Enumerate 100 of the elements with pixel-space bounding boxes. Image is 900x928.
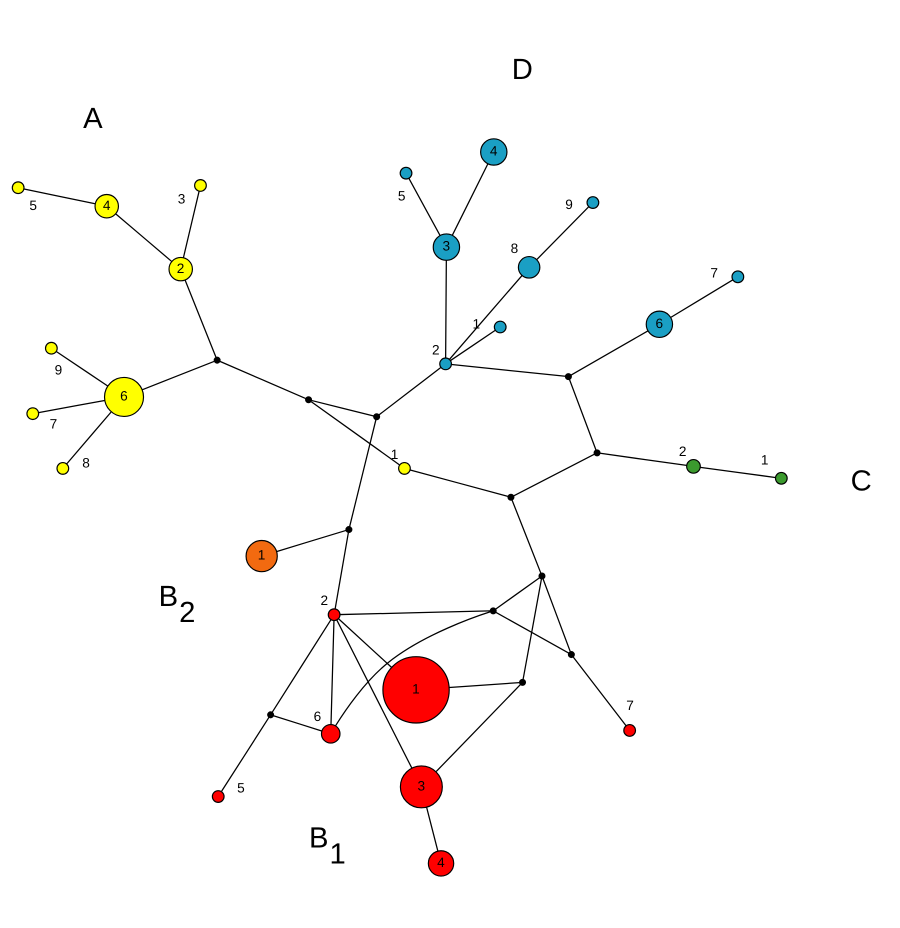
connector: [340, 610, 490, 616]
connector: [115, 214, 172, 262]
node-label: 9: [565, 197, 573, 212]
connector: [38, 400, 105, 414]
node-circle: [267, 711, 274, 718]
connector: [335, 611, 491, 726]
node-label: 1: [390, 446, 398, 462]
connector: [522, 578, 542, 680]
connector: [514, 454, 595, 496]
node-circle: [400, 166, 412, 180]
node-circle: 1: [382, 656, 450, 724]
node-circle: 6: [646, 310, 674, 338]
node-circle: [214, 356, 221, 364]
node-circle: 4: [480, 138, 508, 166]
connector: [24, 188, 96, 204]
node-label: 7: [626, 698, 634, 714]
node-label: 5: [29, 198, 37, 213]
node-circle: [345, 526, 352, 534]
node-label: 9: [54, 362, 62, 378]
connector: [349, 420, 376, 527]
node-circle: [594, 449, 601, 456]
node-circle: [26, 407, 40, 420]
node-circle: 3: [400, 765, 443, 808]
connector: [450, 330, 496, 362]
node-circle: [686, 458, 701, 474]
node-circle: [328, 608, 341, 622]
connector: [221, 717, 270, 792]
node-label: 7: [50, 416, 58, 432]
connector: [276, 530, 346, 552]
connector: [56, 351, 108, 386]
connector: [449, 682, 520, 688]
node-circle: [490, 607, 497, 614]
node-label: 5: [237, 780, 245, 796]
node-circle: [494, 320, 507, 334]
connector: [452, 364, 566, 377]
connector: [670, 279, 734, 318]
node-label: 3: [178, 192, 186, 207]
node-circle: [564, 373, 572, 380]
connector: [512, 500, 542, 574]
connector: [336, 620, 412, 768]
connector: [338, 618, 392, 668]
node-circle: [774, 472, 788, 485]
node-circle: [568, 651, 575, 658]
node-circle: 1: [246, 540, 278, 572]
node-circle: 4: [94, 194, 120, 218]
node-circle: [507, 494, 514, 501]
connector: [449, 275, 522, 360]
connector: [426, 807, 438, 851]
node-circle: 3: [432, 233, 460, 261]
node-circle: [519, 678, 526, 686]
node-circle: [320, 724, 341, 744]
node-circle: [12, 181, 25, 194]
connector: [408, 178, 441, 236]
label: A: [83, 103, 103, 136]
node-label: 7: [710, 265, 718, 280]
connector: [310, 401, 400, 466]
label: D: [512, 54, 533, 86]
connector: [536, 206, 589, 260]
node-circle: 2: [168, 256, 193, 282]
connector: [272, 619, 332, 713]
connector: [542, 578, 571, 652]
connector: [311, 400, 374, 417]
connector: [330, 620, 335, 724]
connector: [142, 360, 214, 390]
connector: [273, 715, 322, 732]
connector: [452, 164, 488, 236]
node-circle: 4: [428, 850, 454, 877]
connector: [66, 412, 112, 464]
connector: [496, 612, 569, 654]
connector: [570, 330, 648, 376]
label: C: [850, 466, 872, 498]
node-label: 2: [320, 593, 328, 608]
node-circle: [194, 179, 207, 192]
node-label: 5: [398, 188, 406, 204]
connector: [436, 684, 521, 772]
node-label: 2: [432, 342, 440, 358]
node-circle: [44, 342, 58, 355]
node-circle: [305, 396, 312, 404]
node-circle: [518, 256, 540, 279]
connector: [378, 367, 442, 416]
node-circle: [373, 413, 380, 420]
node-circle: [586, 196, 600, 209]
node-circle: [439, 357, 452, 370]
node-circle: [623, 724, 636, 737]
node-label: 1: [760, 452, 768, 468]
node-circle: [538, 572, 546, 580]
connector: [445, 260, 447, 358]
connector: [600, 452, 687, 466]
connector: [410, 469, 508, 498]
connector: [700, 466, 776, 478]
connector: [495, 577, 540, 610]
connector: [184, 280, 217, 358]
node-circle: 6: [104, 376, 144, 418]
connector: [334, 532, 349, 609]
node-label: 8: [510, 240, 518, 256]
node-circle: [398, 462, 411, 475]
node-circle: [56, 462, 70, 475]
node-circle: [212, 790, 225, 803]
connector: [572, 656, 626, 726]
node-label: 6: [314, 708, 322, 724]
